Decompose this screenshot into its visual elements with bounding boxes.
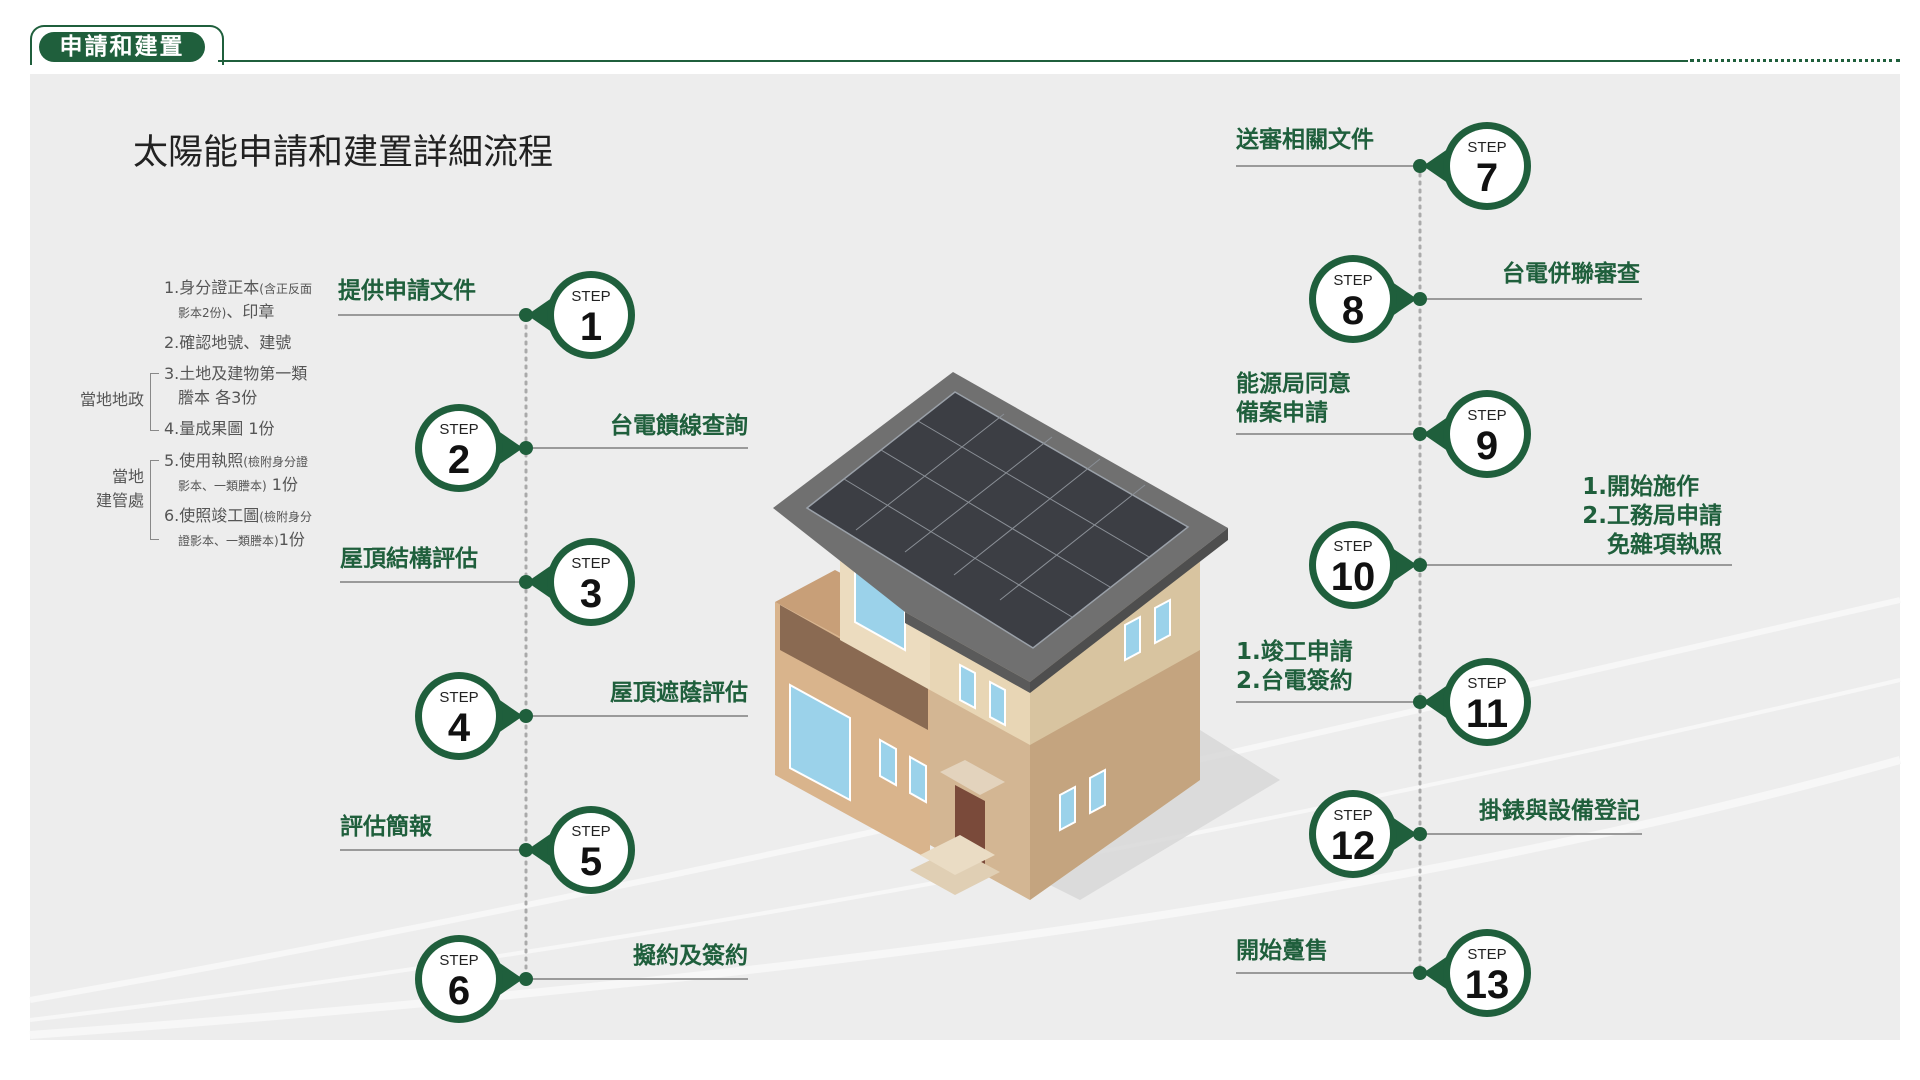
step-9-label-line-2: 備案申請 (1236, 400, 1328, 426)
step-11-dot (1413, 695, 1427, 709)
step-3-word: STEP (571, 555, 610, 572)
step-7-dot (1413, 159, 1427, 173)
step-12-badge (1316, 797, 1390, 871)
doc-item-3: 3.土地及建物第一類 (164, 364, 308, 383)
step-1-badge (554, 278, 628, 352)
header-rule (218, 60, 1688, 62)
step-1-number: 1 (580, 305, 602, 349)
doc-item-6: 6.使照竣工圖(檢附身分 (164, 506, 312, 525)
step-4-badge (422, 679, 496, 753)
step-9-label-line-1: 能源局同意 (1236, 371, 1351, 397)
step-11-label-line-2: 2.台電簽約 (1236, 668, 1353, 694)
step-3-dot (519, 575, 533, 589)
step-10-label-line-2: 2.工務局申請 (1582, 503, 1722, 529)
step-7-number: 7 (1476, 156, 1498, 200)
step-4-number: 4 (448, 706, 471, 750)
header-dotted-rule (1690, 59, 1900, 62)
step-8-number: 8 (1342, 289, 1364, 333)
doc-item-2: 2.確認地號、建號 (164, 333, 292, 352)
step-3-number: 3 (580, 572, 602, 616)
doc-item-1: 1.身分證正本(含正反面 (164, 278, 312, 297)
step-5-dot (519, 843, 533, 857)
step-13-dot (1413, 966, 1427, 980)
step-11-word: STEP (1467, 675, 1506, 692)
step-13-number: 13 (1465, 963, 1510, 1007)
doc-item-5-cont: 影本、一類謄本) 1份 (178, 475, 298, 494)
step-9-dot (1413, 427, 1427, 441)
step-10-number: 10 (1331, 555, 1376, 599)
doc-item-1-cont: 影本2份)、印章 (178, 302, 275, 321)
step-12-label: 掛錶與設備登記 (1479, 798, 1640, 824)
step-5-badge (554, 813, 628, 887)
step-2-dot (519, 441, 533, 455)
step-9-word: STEP (1467, 407, 1506, 424)
building-office-label-line-1: 當地 (111, 467, 144, 486)
step-13-word: STEP (1467, 946, 1506, 963)
building-office-label: 當地 建管處 (96, 465, 144, 513)
step-10-label: 1.開始施作 2.工務局申請 免雜項執照 (1582, 473, 1722, 560)
step-10-word: STEP (1333, 538, 1372, 555)
step-6-word: STEP (439, 952, 478, 969)
doc-item-5: 5.使用執照(檢附身分證 (164, 451, 308, 470)
step-4-word: STEP (439, 689, 478, 706)
step-12-dot (1413, 827, 1427, 841)
step-9-number: 9 (1476, 424, 1498, 468)
doc-item-6-cont: 證影本、一類謄本)1份 (178, 530, 305, 549)
step-7-label: 送審相關文件 (1236, 127, 1374, 153)
step-10-label-line-1: 1.開始施作 (1582, 474, 1699, 500)
step-6-dot (519, 972, 533, 986)
page-title: 太陽能申請和建置詳細流程 (133, 133, 554, 173)
building-office-label-line-2: 建管處 (95, 491, 144, 510)
step-13-label: 開始躉售 (1236, 938, 1328, 964)
step-12-word: STEP (1333, 807, 1372, 824)
step-11-label-line-1: 1.竣工申請 (1236, 639, 1353, 665)
step-7-word: STEP (1467, 139, 1506, 156)
step-1-dot (519, 308, 533, 322)
step-8-label: 台電併聯審查 (1502, 261, 1640, 287)
step-5-label: 評估簡報 (340, 814, 432, 840)
step-6-label: 擬約及簽約 (633, 943, 748, 969)
doc-item-4: 4.量成果圖 1份 (164, 419, 275, 438)
step-2-word: STEP (439, 421, 478, 438)
step-5-word: STEP (571, 823, 610, 840)
building-office-bracket (150, 460, 159, 540)
step-9-label: 能源局同意 備案申請 (1236, 370, 1351, 428)
step-1-label: 提供申請文件 (338, 278, 476, 304)
step-8-badge (1316, 262, 1390, 336)
step-2-label: 台電饋線查詢 (610, 413, 748, 439)
step-3-badge (554, 545, 628, 619)
step-6-badge (422, 942, 496, 1016)
step-13-badge (1450, 936, 1524, 1010)
step-2-badge (422, 411, 496, 485)
header-tab: 申請和建置 (30, 25, 224, 65)
step-3-label: 屋頂結構評估 (340, 546, 478, 572)
step-4-label: 屋頂遮蔭評估 (610, 680, 748, 706)
step-10-label-line-3: 免雜項執照 (1607, 532, 1722, 558)
step-11-badge (1450, 665, 1524, 739)
section-tab-label: 申請和建置 (39, 32, 205, 62)
step-1-word: STEP (571, 288, 610, 305)
step-11-number: 11 (1466, 692, 1508, 736)
step-12-number: 12 (1331, 824, 1376, 868)
step-10-badge (1316, 528, 1390, 602)
step-8-dot (1413, 292, 1427, 306)
doc-item-3-cont: 謄本 各3份 (178, 388, 258, 407)
step-2-number: 2 (448, 438, 470, 482)
step-5-number: 5 (580, 840, 602, 884)
step-6-number: 6 (448, 969, 470, 1013)
land-office-bracket (150, 373, 159, 431)
step-7-badge (1450, 129, 1524, 203)
step-11-label: 1.竣工申請 2.台電簽約 (1236, 638, 1353, 696)
step-4-dot (519, 709, 533, 723)
land-office-label: 當地地政 (79, 390, 144, 409)
step-8-word: STEP (1333, 272, 1372, 289)
step-9-badge (1450, 397, 1524, 471)
step-10-dot (1413, 558, 1427, 572)
